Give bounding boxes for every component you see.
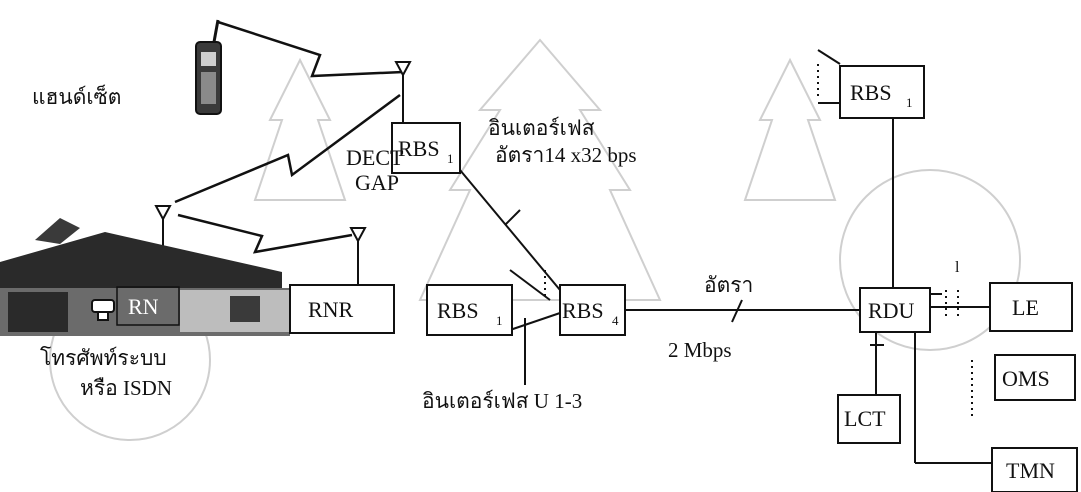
dect-label: DECT xyxy=(346,145,404,170)
lightning-icon xyxy=(174,20,404,254)
interface-u-label: อินเตอร์เฟส U 1-3 xyxy=(422,389,582,413)
rbs-4-label: RBS xyxy=(562,298,604,323)
rate-value-label: 2 Mbps xyxy=(668,338,732,362)
rn-label: RN xyxy=(128,294,159,319)
handset-label: แฮนด์เซ็ต xyxy=(32,83,121,109)
links xyxy=(162,49,992,464)
rbs-top-right-label: RBS xyxy=(850,80,892,105)
antenna-icon xyxy=(154,61,412,244)
rate-label: อัตรา xyxy=(704,273,753,297)
rbs-top-right-sub: 1 xyxy=(906,95,913,110)
oms-label: OMS xyxy=(1002,366,1050,391)
le-label: LE xyxy=(1012,295,1039,320)
gap-label: GAP xyxy=(355,170,399,195)
rdu-label: RDU xyxy=(868,298,915,323)
rbs-center-sub: 1 xyxy=(447,151,454,166)
dotted-links xyxy=(544,64,973,420)
rbs-4-sub: 4 xyxy=(612,313,619,328)
node-le: LE xyxy=(989,282,1073,332)
node-rn: RN xyxy=(116,286,180,326)
rnr-label: RNR xyxy=(308,297,354,322)
node-rnr: RNR xyxy=(289,284,395,334)
handset-icon xyxy=(195,19,222,115)
phone-system-label-line1: โทรศัพท์ระบบ xyxy=(40,346,167,370)
phone-icon xyxy=(91,299,115,321)
node-rdu: RDU xyxy=(859,287,931,333)
node-rbs-left-bottom: RBS 1 xyxy=(426,284,513,336)
lct-label: LCT xyxy=(844,406,886,431)
node-rbs-top-right: RBS 1 xyxy=(839,65,925,119)
rbs-left-bottom-sub: 1 xyxy=(496,313,503,328)
interface-rate-label-line1: อินเตอร์เฟส xyxy=(488,116,595,140)
rbs-left-bottom-label: RBS xyxy=(437,298,479,323)
node-lct: LCT xyxy=(837,394,901,444)
node-rbs-4: RBS 4 xyxy=(559,284,626,336)
node-oms: OMS xyxy=(994,354,1076,401)
node-tmn: TMN xyxy=(991,447,1078,492)
node-rbs-center: RBS 1 xyxy=(391,122,461,174)
rbs-center-label: RBS xyxy=(398,136,440,161)
link-marker-label: l xyxy=(955,259,960,276)
interface-rate-label-line2: อัตรา14 x32 bps xyxy=(495,143,637,167)
tmn-label: TMN xyxy=(1006,458,1055,483)
phone-system-label-line2: หรือ ISDN xyxy=(80,376,172,400)
house-icon xyxy=(0,218,290,336)
